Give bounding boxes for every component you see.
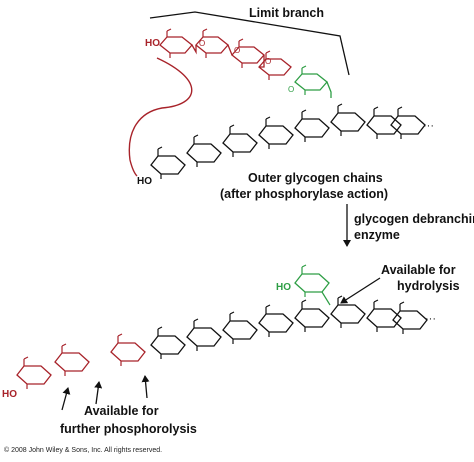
transferred-residue xyxy=(16,356,52,389)
glucose-residue xyxy=(258,304,294,337)
hydrolysis-pointer-arrow xyxy=(340,277,381,304)
oxygen-label: O xyxy=(234,46,240,55)
glucose-residue xyxy=(294,299,330,332)
glucose-residue xyxy=(330,295,366,328)
chain-continues-ellipsis: ··· xyxy=(425,313,436,325)
outer-chains-label: Outer glycogen chains xyxy=(248,171,383,185)
phosphorolysis-pointer-arrow xyxy=(94,381,103,405)
oxygen-label: O xyxy=(288,85,294,94)
glucose-residue xyxy=(392,301,428,334)
limit-branch-residue xyxy=(159,28,193,58)
glucose-residue xyxy=(258,116,294,149)
transferred-residue xyxy=(54,343,90,376)
glycosidic-bond xyxy=(191,44,197,55)
hydrolysis-label: Available for xyxy=(381,263,456,277)
glucose-residue xyxy=(150,326,186,359)
limit-branch-chain: O O O HO xyxy=(145,28,292,80)
phosphorolysis-pointer-arrow xyxy=(141,375,150,399)
outer-glycogen-chain: HO ··· xyxy=(137,103,434,187)
oxygen-label: O xyxy=(265,57,271,66)
limit-branch-bracket xyxy=(149,11,350,76)
limit-branch-label: Limit branch xyxy=(249,6,324,20)
ho-label: HO xyxy=(276,282,291,293)
glucose-residue xyxy=(222,311,258,344)
glucose-residue xyxy=(186,134,222,167)
ho-label: HO xyxy=(145,38,160,49)
oxygen-label: O xyxy=(199,39,205,48)
ho-label: HO xyxy=(137,176,152,187)
glycosidic-bond xyxy=(227,44,233,56)
elongated-glycogen-chain: HO ··· xyxy=(2,295,436,400)
glucose-residue xyxy=(222,124,258,157)
ho-label: HO xyxy=(2,389,17,400)
glucose-residue xyxy=(366,299,402,332)
glucose-residue xyxy=(150,146,186,179)
transferred-residue xyxy=(110,333,146,366)
enzyme-label: glycogen debranching xyxy=(354,212,474,226)
chain-continues-ellipsis: ··· xyxy=(423,120,434,132)
glucose-residue xyxy=(390,106,426,139)
glycosidic-bond xyxy=(259,55,265,68)
glucose-residue xyxy=(294,109,330,142)
copyright-notice: © 2008 John Wiley & Sons, Inc. All right… xyxy=(4,446,162,454)
free-glucose-residue xyxy=(294,264,331,306)
limit-branch-residue xyxy=(258,50,292,80)
glucose-residue xyxy=(330,103,366,136)
phosphorolysis-sublabel: further phosphorolysis xyxy=(60,422,197,436)
phosphorolysis-pointer-arrow xyxy=(61,387,71,411)
glucose-residue xyxy=(186,318,222,351)
glucose-residue xyxy=(366,106,402,139)
hydrolysis-sublabel: hydrolysis xyxy=(397,279,460,293)
green-branch-residue xyxy=(294,65,332,98)
enzyme-sublabel: enzyme xyxy=(354,228,400,242)
outer-chains-sublabel: (after phosphorylase action) xyxy=(220,187,388,201)
phosphorolysis-label: Available for xyxy=(84,404,159,418)
transfer-curve xyxy=(128,57,193,177)
